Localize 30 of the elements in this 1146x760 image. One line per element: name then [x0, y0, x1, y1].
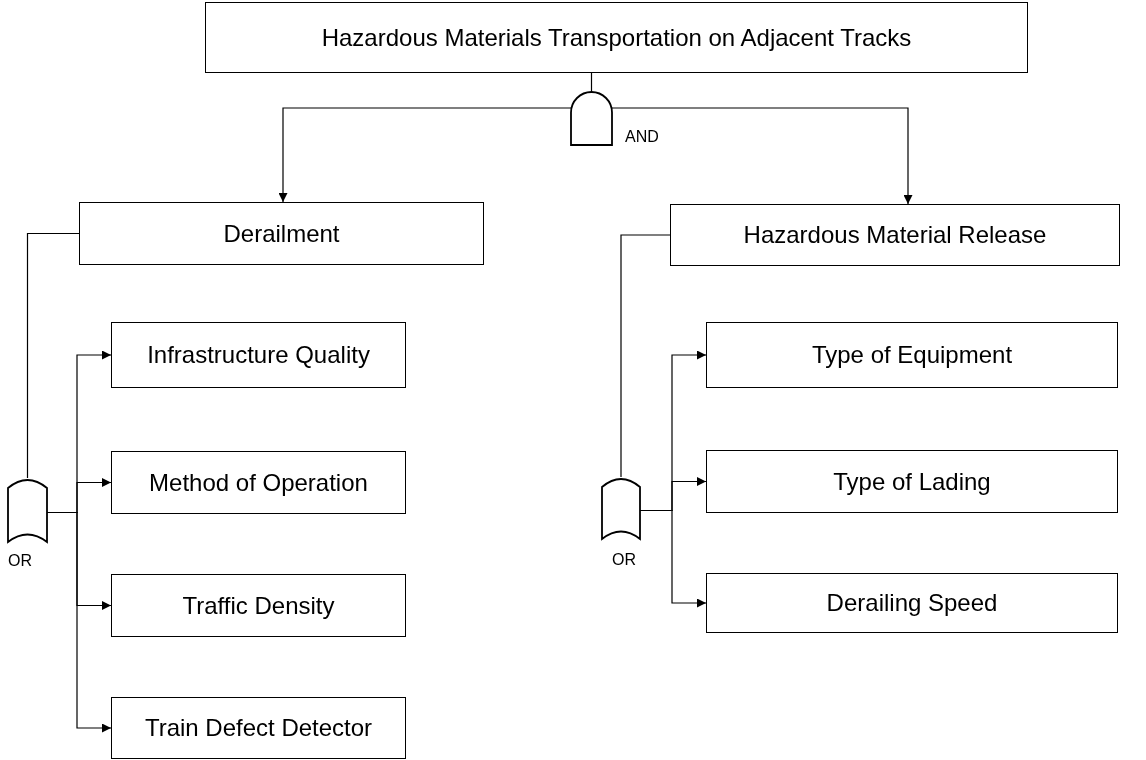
gate-label: OR: [612, 551, 636, 569]
event-box: [79, 202, 484, 265]
event-label: Infrastructure Quality: [147, 341, 370, 369]
event-label: Hazardous Material Release: [743, 221, 1047, 249]
event-box: [706, 573, 1118, 633]
event-label: Type of Lading: [833, 467, 991, 496]
arrow: [639, 509, 707, 608]
event-label: Hazardous Materials Transportation on Adjacent Tracks: [321, 23, 912, 52]
event-box: [670, 204, 1120, 266]
connector-line: [26, 232, 80, 479]
gate-label: AND: [625, 128, 659, 146]
event-box: [706, 322, 1118, 388]
arrow: [46, 511, 112, 733]
gate-label: OR: [8, 552, 32, 570]
event-box: [111, 697, 406, 759]
event-box: [205, 2, 1028, 73]
event-box: [111, 322, 406, 388]
arrow: [611, 107, 913, 205]
event-box: [111, 574, 406, 637]
event-box: [706, 450, 1118, 513]
event-label: Derailment: [223, 219, 340, 248]
connector-line: [620, 234, 671, 478]
event-label: Derailing Speed: [826, 589, 998, 617]
event-label: Traffic Density: [182, 591, 335, 620]
connector-line: [590, 72, 593, 93]
arrow: [278, 107, 572, 203]
event-label: Train Defect Detector: [144, 714, 373, 742]
event-label: Type of Equipment: [811, 341, 1013, 369]
event-box: [111, 451, 406, 514]
event-label: Method of Operation: [149, 468, 368, 497]
